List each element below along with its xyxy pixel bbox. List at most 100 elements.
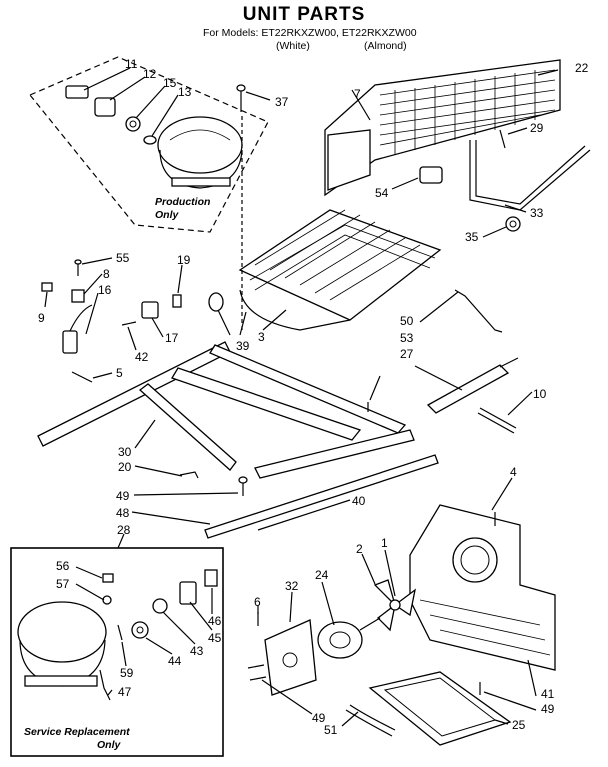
callout-11: 11 bbox=[125, 57, 138, 71]
callout-7: 7 bbox=[354, 87, 361, 101]
callout-6: 6 bbox=[254, 595, 261, 609]
callout-50: 50 bbox=[400, 314, 414, 328]
callout-10: 10 bbox=[533, 387, 547, 401]
callout-12: 12 bbox=[143, 67, 157, 81]
callout-9: 9 bbox=[38, 311, 45, 325]
callout-29: 29 bbox=[530, 121, 544, 135]
condenser-coil bbox=[324, 59, 561, 197]
callout-32: 32 bbox=[285, 579, 299, 593]
clip-part-15 bbox=[125, 116, 141, 132]
fan-motor-part-24 bbox=[317, 617, 381, 659]
part-54 bbox=[419, 166, 443, 184]
bracket-part-50 bbox=[454, 289, 503, 333]
leader-lines bbox=[44, 67, 559, 727]
service-note-line-1: Service Replacement bbox=[24, 726, 130, 738]
callout-48: 48 bbox=[116, 506, 130, 520]
production-only-region bbox=[29, 56, 269, 233]
grommet-part-39 bbox=[208, 292, 224, 312]
color-white-label: (White) bbox=[276, 40, 310, 52]
callout-54: 54 bbox=[375, 186, 389, 200]
callout-19: 19 bbox=[177, 253, 191, 267]
callout-49-b: 49 bbox=[312, 711, 326, 725]
service-compressor bbox=[17, 601, 107, 687]
callout-56: 56 bbox=[56, 559, 70, 573]
evaporator-coil bbox=[238, 209, 442, 331]
frame-assembly bbox=[37, 341, 439, 539]
screw-part-37 bbox=[236, 84, 246, 112]
callout-46: 46 bbox=[208, 614, 222, 628]
callout-40: 40 bbox=[352, 494, 366, 508]
callout-22: 22 bbox=[575, 61, 589, 75]
callout-3: 3 bbox=[258, 330, 265, 344]
production-compressor bbox=[157, 116, 243, 189]
callout-35: 35 bbox=[465, 230, 479, 244]
bracket-part-8 bbox=[71, 289, 85, 303]
callout-55: 55 bbox=[116, 251, 130, 265]
callout-49-c: 49 bbox=[541, 702, 555, 716]
callout-47: 47 bbox=[118, 685, 132, 699]
callout-49-a: 49 bbox=[116, 489, 130, 503]
callout-20: 20 bbox=[118, 460, 132, 474]
screw-part-42 bbox=[121, 321, 137, 326]
part-17 bbox=[141, 301, 159, 319]
callout-5: 5 bbox=[116, 366, 123, 380]
part-59 bbox=[117, 624, 123, 641]
part-46 bbox=[204, 569, 218, 587]
models-line: For Models: ET22RKXZW00, ET22RKXZW00 bbox=[203, 27, 417, 39]
callout-42: 42 bbox=[135, 350, 149, 364]
overload-part-12 bbox=[94, 97, 116, 117]
production-note-line-1: Production bbox=[155, 196, 210, 208]
callout-15: 15 bbox=[163, 76, 177, 90]
relay-part-11 bbox=[65, 85, 89, 99]
service-replacement-box bbox=[10, 547, 224, 757]
callout-24: 24 bbox=[315, 568, 329, 582]
capillary-part-10 bbox=[477, 407, 517, 434]
callout-57: 57 bbox=[56, 577, 70, 591]
grommet-part-13 bbox=[143, 135, 157, 145]
callout-33: 33 bbox=[530, 206, 544, 220]
part-57 bbox=[102, 595, 112, 605]
tube-part-51 bbox=[345, 704, 396, 737]
harness-part-16 bbox=[62, 304, 93, 354]
part-19 bbox=[172, 294, 182, 308]
dryer-part-27 bbox=[426, 357, 519, 414]
service-note-line-2: Only bbox=[97, 739, 121, 751]
page-title: UNIT PARTS bbox=[242, 4, 366, 25]
tube-part-33 bbox=[469, 140, 591, 211]
clip-part-5 bbox=[71, 371, 93, 383]
bracket-part-20 bbox=[179, 471, 199, 479]
callout-4: 4 bbox=[510, 465, 517, 479]
color-almond-label: (Almond) bbox=[364, 40, 407, 52]
harness-part-47 bbox=[99, 669, 111, 701]
drain-pan-part-25 bbox=[368, 671, 512, 746]
callout-53: 53 bbox=[400, 331, 414, 345]
base-plate bbox=[409, 504, 556, 671]
callout-8: 8 bbox=[103, 267, 110, 281]
callout-39: 39 bbox=[236, 339, 250, 353]
callout-1: 1 bbox=[381, 536, 388, 550]
screw-part-49-center bbox=[238, 476, 248, 496]
callout-51: 51 bbox=[324, 723, 338, 737]
callout-41: 41 bbox=[541, 687, 555, 701]
fan-blade-part-1 bbox=[373, 579, 416, 632]
part-45 bbox=[179, 581, 197, 605]
callout-30: 30 bbox=[118, 445, 132, 459]
callout-43: 43 bbox=[190, 644, 204, 658]
part-56 bbox=[102, 573, 114, 583]
part-44 bbox=[131, 621, 149, 639]
screws-part-49-left bbox=[247, 664, 267, 681]
callout-27: 27 bbox=[400, 347, 414, 361]
screw-part-55 bbox=[74, 259, 82, 276]
part-43 bbox=[152, 598, 168, 614]
callout-16: 16 bbox=[98, 283, 112, 297]
bracket-part-32 bbox=[264, 619, 317, 696]
production-note-line-2: Only bbox=[155, 209, 179, 221]
callout-44: 44 bbox=[168, 654, 182, 668]
callout-2: 2 bbox=[356, 542, 363, 556]
callout-45: 45 bbox=[208, 631, 222, 645]
clip-part-29 bbox=[499, 129, 506, 149]
callout-37: 37 bbox=[275, 95, 289, 109]
grommet-part-35 bbox=[505, 216, 521, 232]
callout-labels: 11 12 15 13 37 7 22 29 54 33 35 55 8 19 … bbox=[38, 57, 589, 737]
